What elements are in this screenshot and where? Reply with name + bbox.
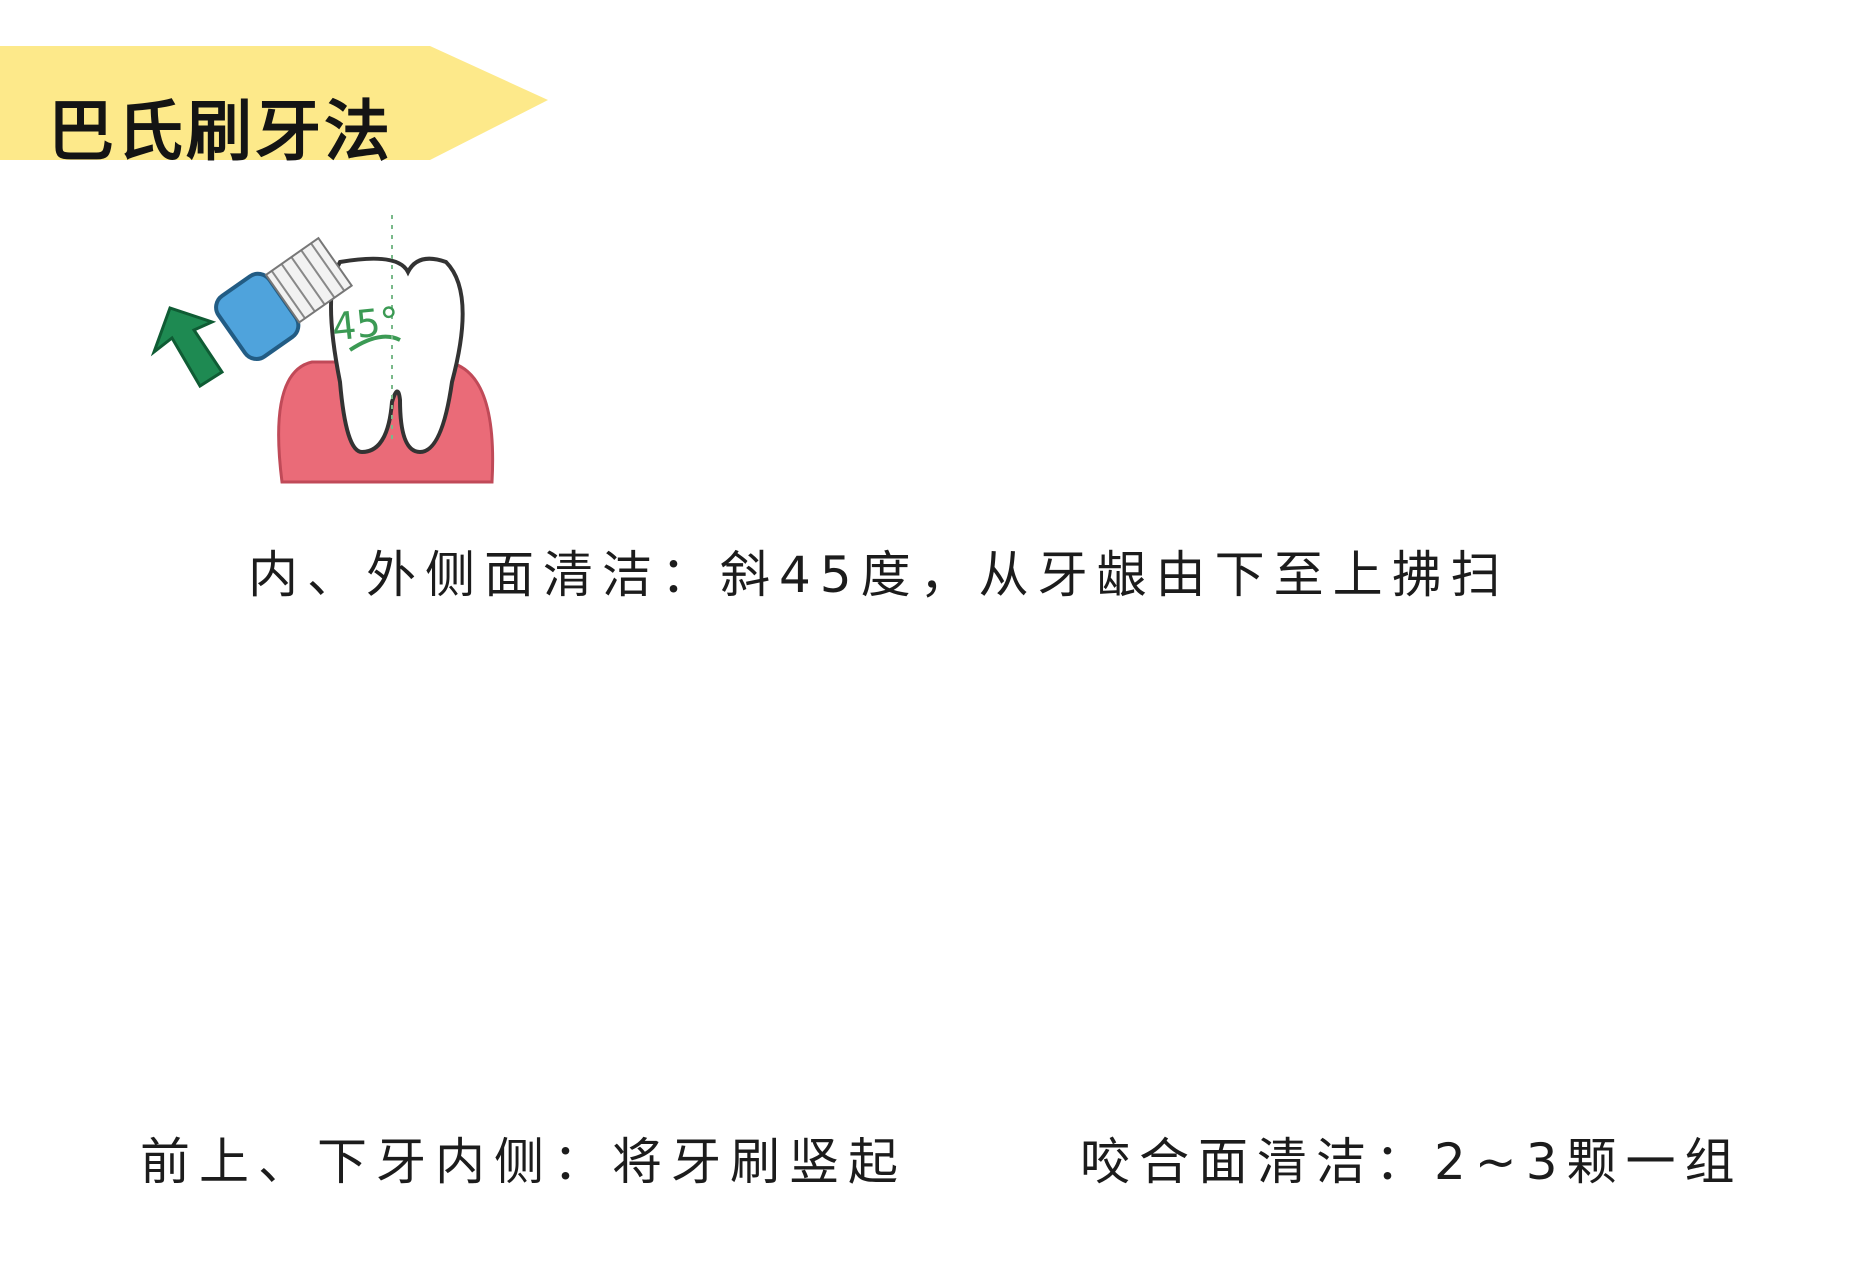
arrow-icon — [150, 306, 225, 389]
tooth-1 — [329, 256, 465, 455]
title-banner — [0, 46, 548, 160]
caption-occlusal: 咬合面清洁：2~3颗一组 — [1080, 1133, 1744, 1191]
panel-45-degree — [150, 215, 495, 484]
caption-inner-front: 前上、下牙内侧：将牙刷竖起 — [140, 1133, 907, 1191]
page-title: 巴氏刷牙法 — [48, 93, 393, 170]
degree-label: 45° — [329, 298, 402, 350]
caption-inner-outer: 内、外侧面清洁：斜45度，从牙龈由下至上拂扫 — [248, 546, 1510, 604]
